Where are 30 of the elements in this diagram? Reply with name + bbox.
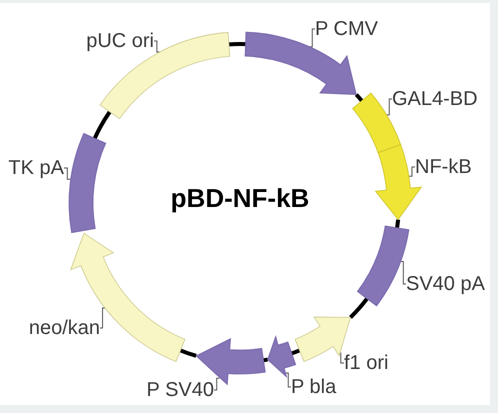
pointed-feature-segment [267,336,296,378]
feature-label: P bla [291,376,336,398]
leader-line [400,261,406,284]
feature-label: pUC ori [86,30,154,52]
feature-label: TK pA [8,157,64,179]
leader-line [337,352,344,364]
leader-line [285,372,292,388]
leader-line [64,168,72,180]
backbone-line [354,93,364,102]
backbone-line [228,42,246,46]
leader-line [154,40,160,53]
leader-line [100,308,106,328]
plasmid-title: pBD-NF-kB [170,183,310,213]
feature-label: GAL4-BD [392,88,478,110]
backbone-line [180,348,197,358]
feature-label: SV40 pA [406,273,485,295]
feature-segment [68,133,106,234]
leader-line [408,166,416,177]
feature-label: P SV40 [146,379,214,401]
backbone-line [291,348,300,356]
backbone-line [395,219,400,228]
feature-label: P CMV [315,18,378,40]
leader-line [214,378,220,390]
backbone-line [92,110,112,140]
leader-line [309,28,316,48]
feature-label: NF-kB [415,156,472,178]
feature-label: neo/kan [28,317,100,339]
backbone-line [349,297,369,319]
leader-line [386,98,392,116]
feature-label: f1 ori [344,352,388,374]
